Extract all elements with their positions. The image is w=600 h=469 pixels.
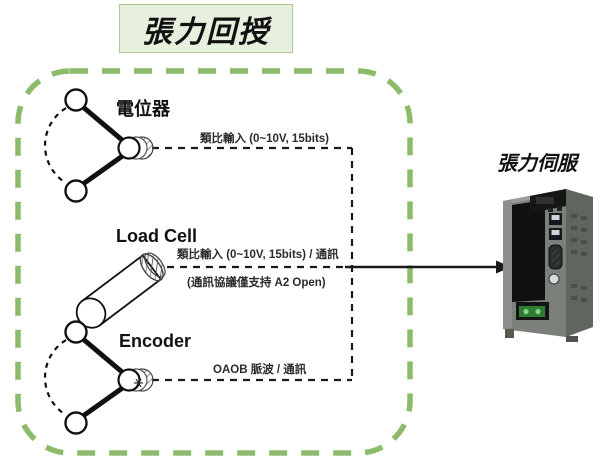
feedback-group-border — [15, 68, 413, 456]
encoder-signal-label: OAOB 脈波 / 通訊 — [213, 364, 307, 376]
diagram-title-box: 張力回授 — [119, 4, 293, 53]
servo-side-vents — [571, 214, 587, 302]
loadcell-label: Load Cell — [116, 226, 198, 246]
potentiometer-label: 電位器 — [116, 99, 170, 119]
dancer-arm-encoder-icon — [43, 320, 154, 435]
encoder-label: Encoder — [119, 331, 192, 351]
encoder-star-mark — [134, 378, 143, 388]
loadcell-signal-label: 類比輸入 (0~10V, 15bits) / 通訊 — [177, 249, 339, 261]
dancer-arm-potentiometer-icon — [43, 88, 154, 203]
arrow-right-icon — [345, 260, 511, 274]
potentiometer-signal-label: 類比輸入 (0~10V, 15bits) — [200, 133, 329, 145]
servo-label: 張力伺服 — [497, 153, 577, 175]
loadcell-note-label: (通訊協議僅支持 A2 Open) — [187, 277, 326, 289]
servo-drive-image — [503, 189, 593, 342]
load-cell-roller-icon — [75, 252, 166, 329]
diagram-title: 張力回授 — [142, 15, 270, 49]
signal-lines — [152, 146, 354, 382]
